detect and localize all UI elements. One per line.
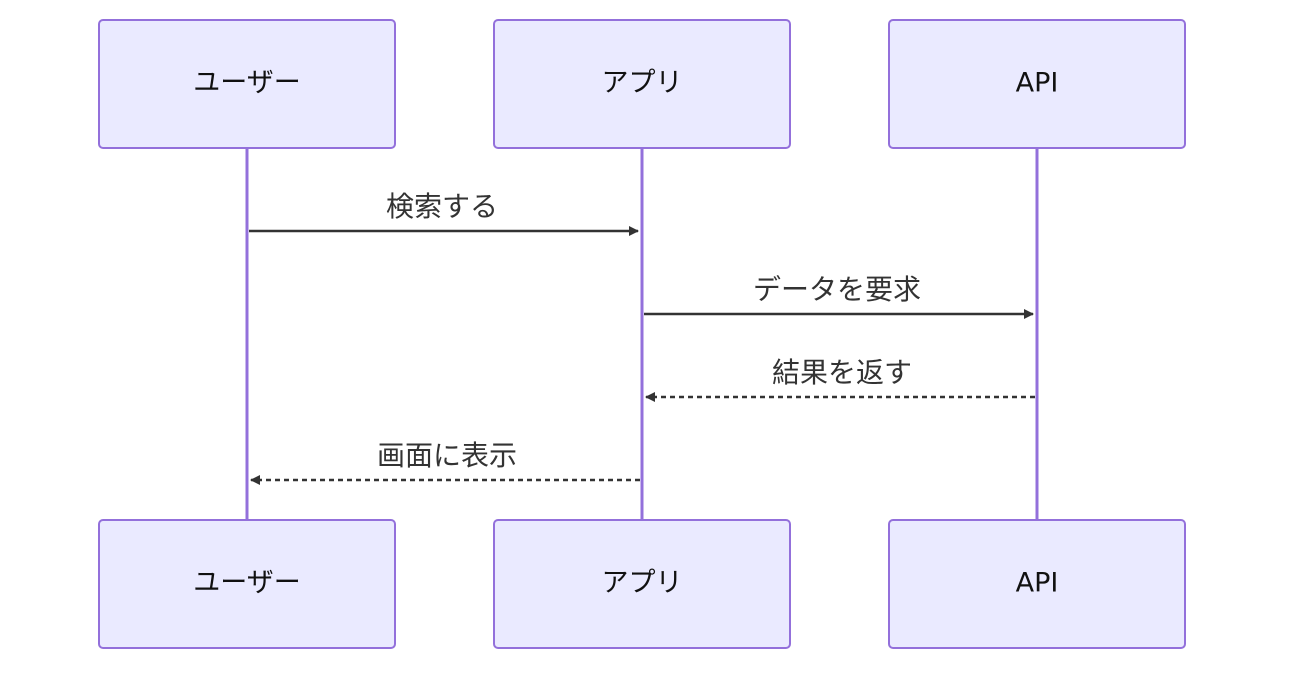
actor-label: API	[1016, 68, 1059, 99]
actor-user-top: ユーザー	[98, 19, 396, 149]
message-request-data: データを要求	[644, 273, 1034, 319]
actor-api-top: API	[888, 19, 1186, 149]
message-search: 検索する	[249, 190, 639, 236]
message-return-result: 結果を返す	[645, 356, 1035, 402]
actor-app-top: アプリ	[493, 19, 791, 149]
actor-app-bottom: アプリ	[493, 519, 791, 649]
message-label: 検索する	[386, 190, 498, 223]
actor-api-bottom: API	[888, 519, 1186, 649]
actor-user-bottom: ユーザー	[98, 519, 396, 649]
message-label: 画面に表示	[377, 439, 517, 472]
message-label: データを要求	[753, 273, 921, 306]
actor-label: アプリ	[602, 68, 683, 99]
message-display: 画面に表示	[250, 439, 640, 485]
message-label: 結果を返す	[772, 356, 912, 389]
actor-label: アプリ	[602, 568, 683, 599]
actor-label: ユーザー	[193, 68, 300, 99]
actor-label: ユーザー	[193, 568, 300, 599]
actor-label: API	[1016, 568, 1059, 599]
